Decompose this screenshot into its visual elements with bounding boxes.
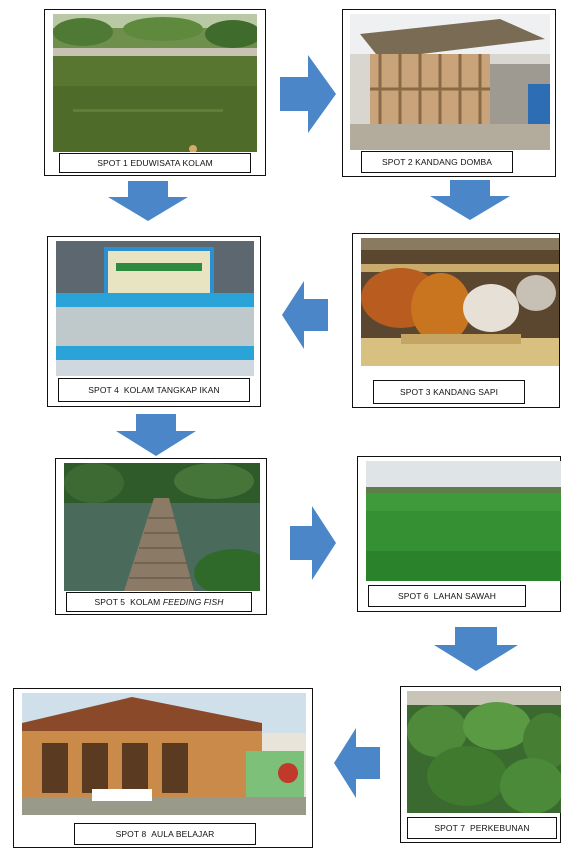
spot-6-card: SPOT 6 LAHAN SAWAH [357,456,561,612]
plantation-photo [407,691,561,813]
spot-8-name: AULA BELAJAR [151,829,215,839]
spot-2-name: KANDANG DOMBA [415,157,493,167]
pond-photo [53,14,257,152]
learning-hall-photo [22,693,306,815]
arrow-left-icon [282,281,328,349]
rice-field-photo [366,461,561,581]
spot-4-card: SPOT 4 KOLAM TANGKAP IKAN [47,236,261,407]
cow-pen-photo [361,238,559,366]
spot-7-number: SPOT 7 [434,823,466,833]
spot-8-label: SPOT 8 AULA BELAJAR [74,823,256,845]
spot-1-label: SPOT 1 EDUWISATA KOLAM [59,153,251,173]
arrow-right-icon [280,55,336,133]
spot-2-card: SPOT 2 KANDANG DOMBA [342,9,556,177]
arrow-down-icon [434,627,518,671]
arrow-left-icon [334,728,380,798]
spot-7-label: SPOT 7 PERKEBUNAN [407,817,557,839]
spot-1-name: EDUWISATA KOLAM [130,158,213,168]
spot-3-name: KANDANG SAPI [433,387,499,397]
spot-5-name: KOLAM [130,597,161,607]
spot-5-number: SPOT 5 [94,597,126,607]
spot-5-card: SPOT 5 KOLAM FEEDING FISH [55,458,267,615]
spot-5-name-italic: FEEDING FISH [162,597,224,607]
goat-pen-photo [350,14,550,150]
spot-4-label: SPOT 4 KOLAM TANGKAP IKAN [58,378,250,402]
spot-3-number: SPOT 3 [399,387,431,397]
spot-4-number: SPOT 4 [88,385,119,395]
arrow-down-icon [116,414,196,456]
spot-6-name: LAHAN SAWAH [433,591,496,601]
spot-1-number: SPOT 1 [97,158,128,168]
spot-4-name: KOLAM TANGKAP IKAN [123,385,220,395]
spot-1-card: SPOT 1 EDUWISATA KOLAM [44,9,266,176]
spot-8-card: SPOT 8 AULA BELAJAR [13,688,313,848]
spot-2-number: SPOT 2 [381,157,413,167]
spot-7-card: SPOT 7 PERKEBUNAN [400,686,561,843]
spot-5-label: SPOT 5 KOLAM FEEDING FISH [66,592,252,612]
spot-3-label: SPOT 3 KANDANG SAPI [373,380,525,404]
spot-7-name: PERKEBUNAN [470,823,530,833]
arrow-down-icon [108,181,188,221]
arrow-right-icon [290,506,336,580]
spot-6-label: SPOT 6 LAHAN SAWAH [368,585,526,607]
feeding-fish-pond-photo [64,463,260,591]
fishing-pond-photo [56,241,254,376]
spot-2-label: SPOT 2 KANDANG DOMBA [361,151,513,173]
spot-3-card: SPOT 3 KANDANG SAPI [352,233,560,408]
spot-6-number: SPOT 6 [398,591,429,601]
spot-8-number: SPOT 8 [115,829,147,839]
arrow-down-icon [430,180,510,220]
